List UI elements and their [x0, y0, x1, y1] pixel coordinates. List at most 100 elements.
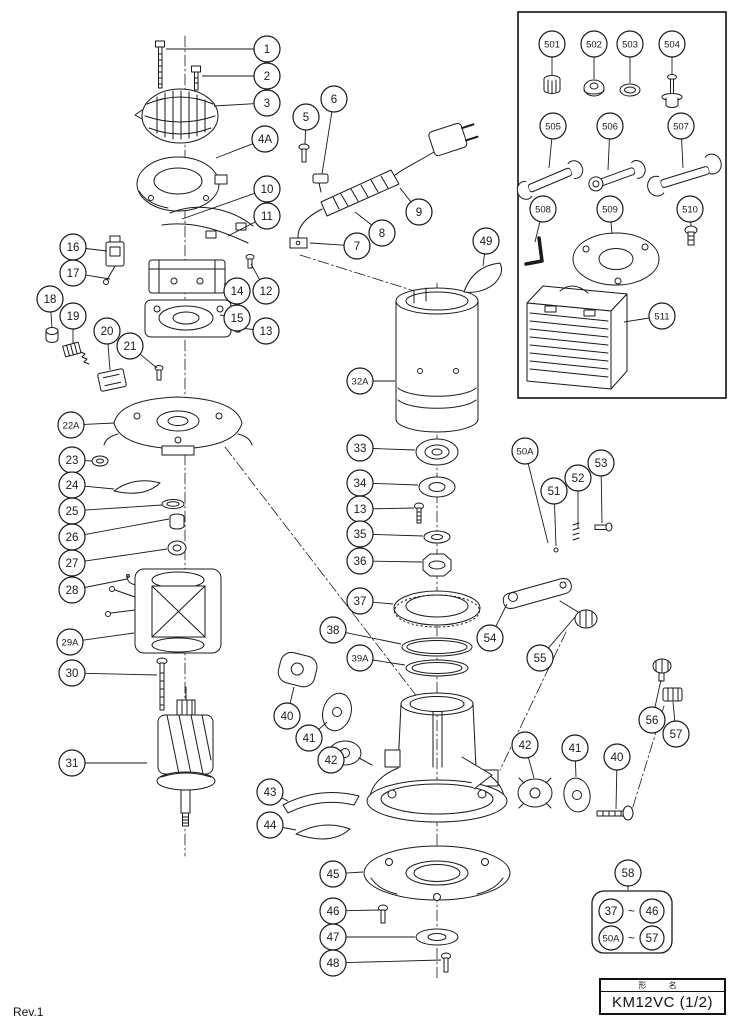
callout-label: 3	[264, 98, 270, 110]
callout-511: 511	[623, 302, 676, 330]
callout-label: 10	[261, 184, 274, 196]
callout-29A: 29A	[56, 628, 135, 656]
callout-label: 510	[682, 205, 698, 216]
callout-12: 12	[250, 263, 280, 305]
callout-label: 57	[646, 933, 659, 945]
callout-4A: 4A	[215, 125, 279, 159]
callout-label: 17	[67, 268, 80, 280]
callout-15: 15	[219, 304, 251, 332]
callout-label: 40	[281, 711, 294, 723]
callout-label: 501	[544, 40, 560, 51]
callout-label: 14	[231, 286, 244, 298]
callout-label: 33	[354, 443, 367, 455]
callout-label: 45	[327, 869, 340, 881]
callout-25: 25	[58, 497, 163, 525]
callout-label: 43	[264, 787, 277, 799]
exploded-view-artwork	[45, 35, 683, 981]
callout-label: 16	[67, 242, 80, 254]
callout-label: 52	[572, 473, 585, 485]
callout-22A: 22A	[57, 411, 115, 439]
callout-label: 8	[379, 228, 385, 240]
callout-label: 37	[605, 906, 618, 918]
callout-57: 57	[662, 701, 690, 748]
revision-label: Rev.1	[13, 1005, 44, 1019]
callout-40: 40	[603, 743, 631, 810]
callout-label: 46	[327, 906, 340, 918]
callout-label: 39A	[352, 654, 370, 665]
callout-37: 37	[598, 898, 624, 924]
callout-23: 23	[58, 446, 93, 474]
callout-3: 3	[213, 89, 281, 117]
callout-label: 13	[354, 504, 367, 516]
callout-26: 26	[58, 518, 170, 551]
callout-label: 54	[484, 633, 497, 645]
accessories-artwork	[516, 74, 722, 390]
callout-label: 4A	[258, 134, 272, 146]
callout-38: 38	[319, 616, 402, 645]
callout-508: 508	[529, 195, 557, 243]
callout-44: 44	[256, 811, 297, 839]
callout-41: 41	[295, 721, 328, 752]
callout-506: 506	[596, 112, 624, 171]
callout-6: 6	[320, 85, 348, 175]
callout-1: 1	[166, 35, 281, 63]
callout-16: 16	[59, 233, 108, 261]
callout-45: 45	[319, 860, 364, 888]
callout-label: 44	[264, 820, 277, 832]
callout-56: 56	[638, 679, 666, 734]
callout-43: 43	[256, 778, 289, 806]
callout-13: 13	[239, 317, 280, 345]
callout-label: 47	[327, 932, 340, 944]
callout-label: 31	[66, 758, 79, 770]
callout-42: 42	[317, 746, 345, 774]
callout-507: 507	[667, 112, 695, 169]
callout-27: 27	[58, 548, 168, 577]
callout-54: 54	[476, 603, 508, 652]
callout-label: 503	[622, 40, 638, 51]
callout-label: 51	[548, 486, 561, 498]
callout-35: 35	[346, 520, 424, 548]
callout-label: 7	[354, 241, 360, 253]
callout-39A: 39A	[346, 644, 406, 672]
callout-label: 46	[646, 906, 659, 918]
callout-label: 509	[602, 205, 618, 216]
callout-52: 52	[564, 464, 592, 528]
callout-label: 15	[231, 313, 244, 325]
callout-label: 506	[602, 122, 618, 133]
callout-label: 53	[595, 458, 608, 470]
callout-17: 17	[59, 259, 111, 287]
callout-33: 33	[346, 434, 416, 462]
callout-label: 5	[303, 112, 309, 124]
callout-label: 30	[66, 668, 79, 680]
callout-11: 11	[227, 202, 281, 237]
callout-label: 41	[569, 743, 582, 755]
callout-label: 57	[670, 729, 683, 741]
callout-label: 49	[480, 236, 493, 248]
callout-label: 507	[673, 122, 689, 133]
callout-34: 34	[346, 469, 419, 497]
callout-2: 2	[202, 62, 281, 90]
callout-label: 20	[101, 326, 114, 338]
callout-20: 20	[93, 317, 121, 371]
callout-label: 35	[354, 529, 367, 541]
callout-label: 36	[354, 556, 367, 568]
callout-label: 508	[535, 205, 551, 216]
callout-label: 55	[534, 653, 547, 665]
callout-46: 46	[319, 897, 380, 925]
model-number: KM12VC (1/2)	[611, 994, 714, 1011]
callout-label: 58	[622, 868, 635, 880]
callout-48: 48	[319, 949, 442, 977]
callout-30: 30	[58, 659, 158, 687]
title-block-header: 形 名	[601, 980, 724, 992]
callout-label: 9	[416, 207, 422, 219]
callout-10: 10	[181, 175, 281, 220]
callout-36: 36	[346, 547, 423, 575]
callout-label: 27	[66, 558, 79, 570]
callout-58: 58	[614, 859, 642, 890]
callout-5: 5	[292, 103, 320, 145]
callout-layer: 1234A5678910111213141516171819202122A232…	[36, 35, 690, 977]
